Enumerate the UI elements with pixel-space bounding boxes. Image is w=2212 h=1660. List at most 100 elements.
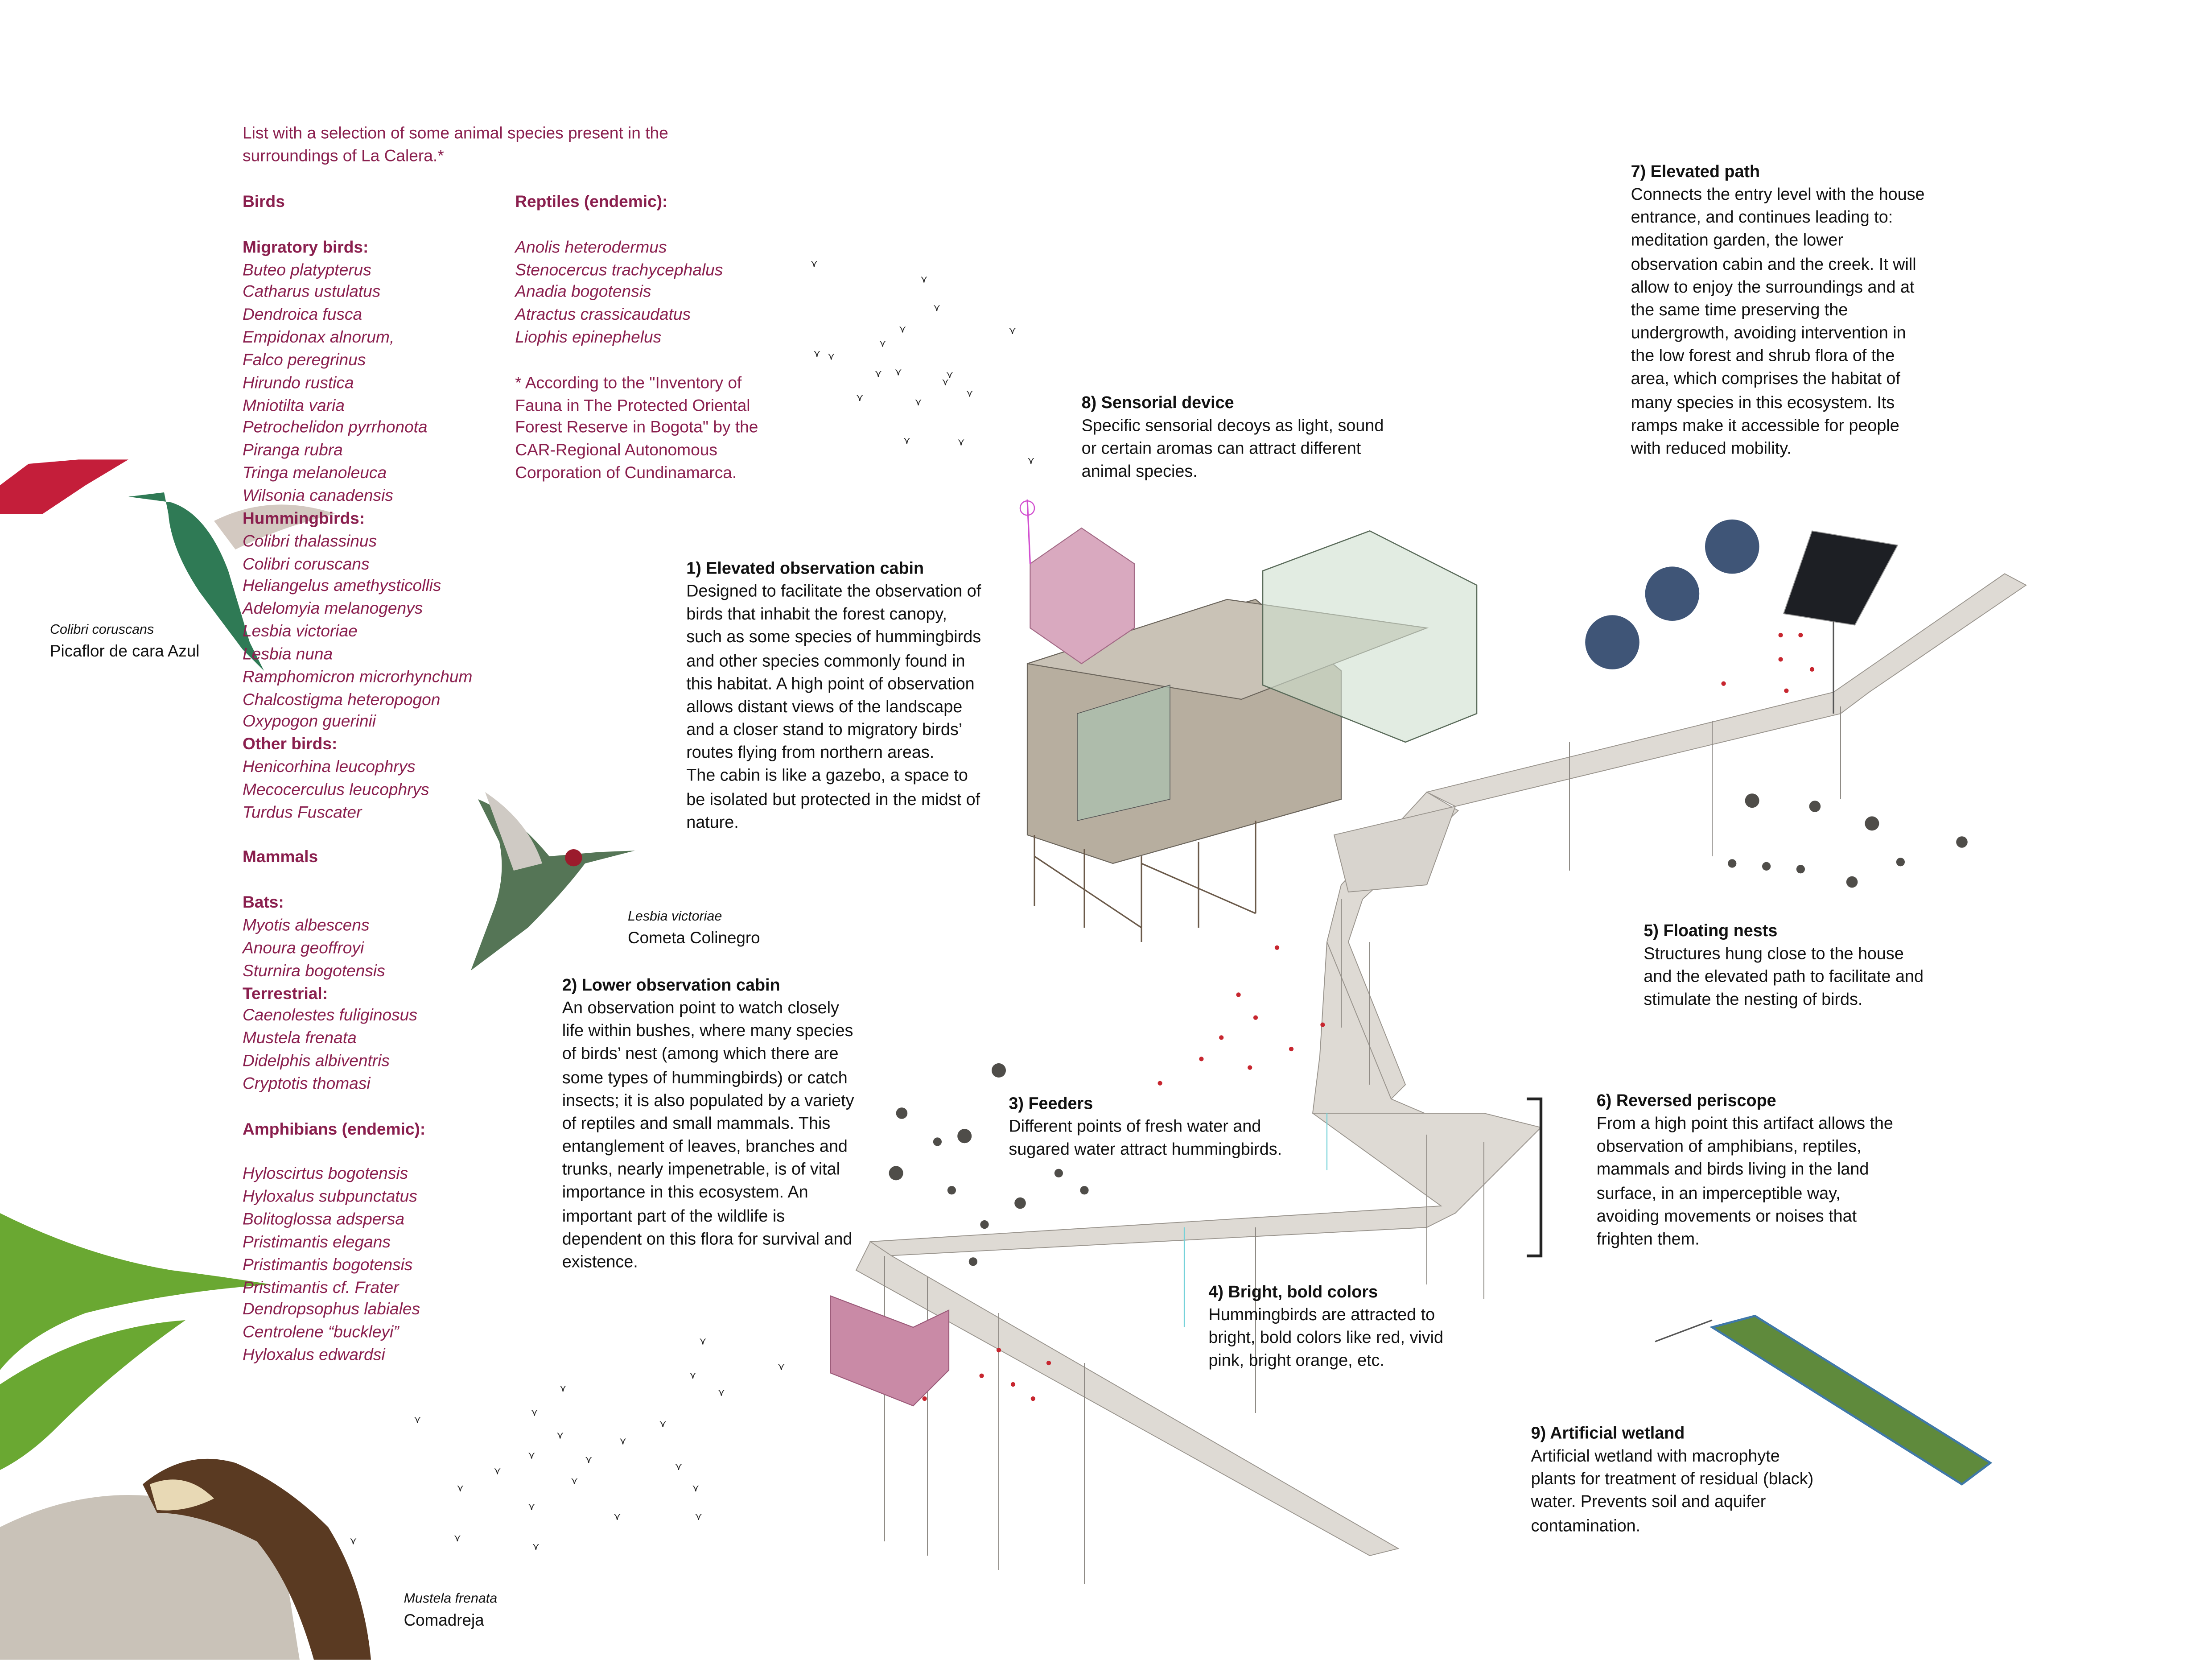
hummingbird-colibri-coruscans-image bbox=[128, 492, 335, 671]
species-item: Hyloscirtus bogotensis bbox=[243, 1165, 408, 1184]
birds-heading: Birds bbox=[243, 193, 285, 211]
intro-text: List with a selection of some animal spe… bbox=[243, 124, 668, 165]
light-decoy-icon bbox=[1019, 500, 1035, 516]
migratory-heading: Migratory birds: bbox=[243, 238, 369, 256]
svg-text:⋎: ⋎ bbox=[531, 1407, 538, 1418]
svg-text:⋎: ⋎ bbox=[689, 1370, 696, 1381]
caption-scientific: Lesbia victoriae bbox=[628, 909, 722, 925]
species-item: Catharus ustulatus bbox=[243, 283, 381, 302]
feature-artificial-wetland: 9) Artificial wetland Artificial wetland… bbox=[1531, 1421, 1817, 1537]
svg-text:⋎: ⋎ bbox=[692, 1482, 699, 1494]
svg-text:⋎: ⋎ bbox=[914, 396, 922, 408]
svg-text:⋎: ⋎ bbox=[894, 367, 902, 378]
species-item: Tringa melanoleuca bbox=[243, 464, 387, 483]
feature-reversed-periscope: 6) Reversed periscope From a high point … bbox=[1597, 1089, 1903, 1251]
svg-text:⋎: ⋎ bbox=[556, 1430, 564, 1441]
feature-text: From a high point this artifact allows t… bbox=[1596, 1113, 1893, 1249]
svg-text:⋎: ⋎ bbox=[659, 1418, 666, 1429]
feature-title: 9) Artificial wetland bbox=[1531, 1423, 1685, 1443]
caption-colibri-coruscans: Colibri coruscans Picaflor de cara Azul bbox=[50, 621, 200, 664]
feature-text: Different points of fresh water and suga… bbox=[1009, 1116, 1282, 1160]
svg-text:⋎: ⋎ bbox=[856, 392, 863, 403]
svg-text:⋎: ⋎ bbox=[933, 302, 940, 314]
feature-title: 3) Feeders bbox=[1009, 1093, 1093, 1113]
feature-text: Hummingbirds are attracted to bright, bo… bbox=[1208, 1305, 1444, 1371]
feature-feeders: 3) Feeders Different points of fresh wat… bbox=[1009, 1092, 1315, 1161]
species-item: Anadia bogotensis bbox=[515, 283, 651, 302]
species-item: Lesbia victoriae bbox=[243, 622, 358, 641]
svg-text:⋎: ⋎ bbox=[454, 1532, 461, 1544]
svg-text:⋎: ⋎ bbox=[585, 1454, 592, 1465]
species-item: Hyloxalus subpunctatus bbox=[243, 1187, 417, 1206]
other-birds-heading: Other birds: bbox=[243, 735, 338, 754]
species-item: Cryptotis thomasi bbox=[243, 1074, 371, 1093]
svg-text:⋎: ⋎ bbox=[718, 1387, 725, 1398]
species-item: Pristimantis elegans bbox=[243, 1233, 391, 1251]
species-item: Centrolene “buckleyi” bbox=[243, 1323, 399, 1342]
species-list-left: Birds Migratory birds: Buteo platypterus… bbox=[243, 191, 514, 1367]
feature-text: Specific sensorial decoys as light, soun… bbox=[1081, 415, 1384, 482]
svg-text:⋎: ⋎ bbox=[875, 368, 882, 379]
species-item: Henicorhina leucophrys bbox=[243, 758, 416, 777]
svg-text:⋎: ⋎ bbox=[675, 1461, 682, 1472]
species-item: Hyloxalus edwardsi bbox=[243, 1346, 385, 1365]
species-item: Lesbia nuna bbox=[243, 645, 333, 664]
species-item: Bolitoglossa adspersa bbox=[243, 1210, 404, 1229]
svg-text:⋎: ⋎ bbox=[528, 1449, 535, 1461]
svg-text:⋎: ⋎ bbox=[528, 1501, 535, 1512]
svg-text:⋎: ⋎ bbox=[457, 1482, 464, 1494]
reptiles-heading: Reptiles (endemic): bbox=[515, 193, 668, 211]
svg-text:⋎: ⋎ bbox=[1009, 325, 1016, 336]
species-item: Empidonax alnorum, bbox=[243, 328, 395, 347]
svg-text:⋎: ⋎ bbox=[571, 1475, 578, 1487]
species-item: Stenocercus trachycephalus bbox=[515, 260, 723, 279]
species-item: Caenolestes fuliginosus bbox=[243, 1007, 417, 1025]
feature-elevated-observation-cabin: 1) Elevated observation cabin Designed t… bbox=[686, 557, 986, 833]
svg-text:⋎: ⋎ bbox=[811, 258, 818, 269]
caption-scientific: Mustela frenata bbox=[404, 1591, 498, 1607]
svg-text:⋎: ⋎ bbox=[957, 436, 964, 447]
terrestrial-heading: Terrestrial: bbox=[243, 984, 328, 1003]
svg-text:⋎: ⋎ bbox=[350, 1535, 357, 1546]
feature-lower-observation-cabin: 2) Lower observation cabin An observatio… bbox=[562, 973, 859, 1273]
fern-image bbox=[0, 1213, 271, 1470]
artificial-wetland bbox=[1709, 1314, 1993, 1486]
svg-text:⋎: ⋎ bbox=[1027, 455, 1034, 466]
svg-text:⋎: ⋎ bbox=[778, 1361, 785, 1372]
species-item: Buteo platypterus bbox=[243, 260, 371, 279]
feature-title: 5) Floating nests bbox=[1644, 921, 1778, 941]
species-item: Wilsonia canadensis bbox=[243, 487, 393, 505]
feature-text: An observation point to watch closely li… bbox=[562, 998, 854, 1272]
caption-mustela-frenata: Mustela frenata Comadreja bbox=[404, 1590, 498, 1633]
species-item: Adelomyia melanogenys bbox=[243, 599, 423, 619]
svg-text:⋎: ⋎ bbox=[532, 1541, 540, 1552]
svg-text:⋎: ⋎ bbox=[879, 338, 886, 349]
svg-text:⋎: ⋎ bbox=[494, 1466, 501, 1477]
species-item: Mustela frenata bbox=[243, 1029, 357, 1048]
lower-observation-cabin bbox=[830, 1295, 950, 1407]
species-item: Hirundo rustica bbox=[243, 373, 354, 392]
species-item: Turdus Fuscater bbox=[243, 803, 362, 822]
species-item: Colibri thalassinus bbox=[243, 532, 377, 551]
species-item: Petrochelidon pyrrhonota bbox=[243, 419, 428, 438]
caption-scientific: Colibri coruscans bbox=[50, 622, 154, 638]
feature-text: Connects the entry level with the house … bbox=[1631, 184, 1925, 458]
red-feeders bbox=[922, 632, 1815, 1401]
svg-text:⋎: ⋎ bbox=[920, 274, 927, 285]
svg-text:⋎: ⋎ bbox=[695, 1511, 702, 1522]
svg-text:⋎: ⋎ bbox=[559, 1383, 566, 1394]
weasel-mustela-frenata-image bbox=[0, 1458, 371, 1660]
svg-text:⋎: ⋎ bbox=[813, 348, 820, 359]
species-item: Dendropsophus labiales bbox=[243, 1301, 420, 1319]
feature-text: The cabin is like a gazebo, a space to b… bbox=[686, 765, 980, 832]
species-item: Heliangelus amethysticollis bbox=[243, 577, 441, 596]
bats-heading: Bats: bbox=[243, 893, 284, 913]
feature-title: 1) Elevated observation cabin bbox=[686, 558, 924, 578]
feature-title: 6) Reversed periscope bbox=[1596, 1090, 1776, 1111]
svg-text:⋎: ⋎ bbox=[903, 435, 910, 446]
caption-lesbia-victoriae: Lesbia victoriae Cometa Colinegro bbox=[628, 908, 760, 950]
species-item: Oxypogon guerinii bbox=[243, 713, 376, 731]
elevated-path bbox=[855, 573, 2027, 1557]
svg-text:⋎: ⋎ bbox=[966, 388, 973, 399]
